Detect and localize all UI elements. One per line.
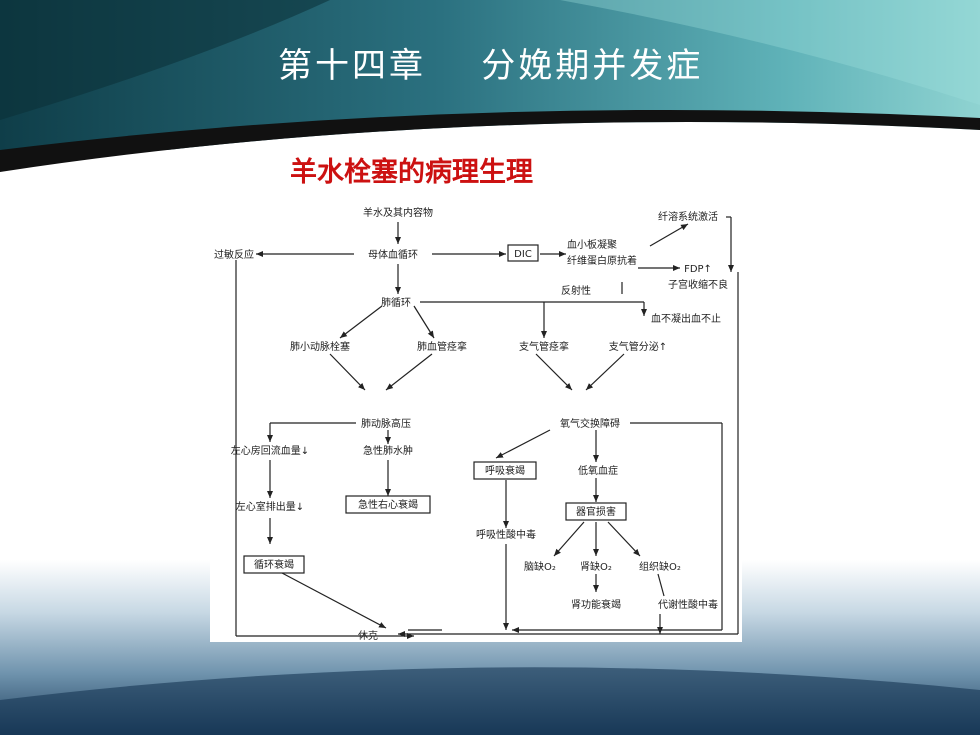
- node-bronchospasm: 支气管痉挛: [519, 340, 569, 353]
- node-organ-damage: 器官损害: [576, 505, 616, 518]
- pathophysiology-flowchart: 羊水及其内容物 母体血循环 过敏反应 DIC 纤溶系统激活 血小板凝聚 纤维蛋白…: [210, 198, 742, 642]
- node-vessel-spasm: 肺血管痉挛: [417, 340, 467, 353]
- node-uterine-atony: 子宫收缩不良: [668, 278, 728, 291]
- node-fdp: FDP↑: [684, 264, 712, 275]
- node-left-atrium: 左心房回流血量↓: [231, 444, 309, 457]
- node-allergic-reaction: 过敏反应: [214, 248, 254, 261]
- node-right-heart-failure: 急性右心衰竭: [358, 498, 418, 511]
- respiratory-failure-box: [473, 461, 537, 480]
- node-renal-failure: 肾功能衰竭: [571, 598, 621, 611]
- node-platelet-aggregation: 血小板凝聚: [567, 238, 617, 251]
- node-arteriole-embolism: 肺小动脉栓塞: [290, 340, 350, 353]
- node-dic: DIC: [514, 249, 532, 260]
- node-amniotic-fluid: 羊水及其内容物: [363, 206, 433, 219]
- node-brain-hypoxia: 脑缺O₂: [524, 560, 556, 573]
- right-heart-failure-box: [345, 495, 431, 514]
- node-metabolic-acidosis: 代谢性酸中毒: [658, 598, 718, 611]
- node-circulatory-failure: 循环衰竭: [254, 558, 294, 571]
- dic-box: [507, 244, 539, 262]
- node-reflexive: 反射性: [561, 284, 591, 297]
- node-pulmonary-hypertension: 肺动脉高压: [361, 417, 411, 430]
- node-respiratory-failure: 呼吸衰竭: [485, 464, 525, 477]
- node-hypoxemia: 低氧血症: [578, 464, 618, 477]
- node-pulmonary-circulation: 肺循环: [381, 296, 411, 309]
- node-maternal-circulation: 母体血循环: [368, 248, 418, 261]
- node-tissue-hypoxia: 组织缺O₂: [639, 560, 681, 573]
- circulatory-failure-box: [243, 555, 305, 574]
- node-fibrinolysis: 纤溶系统激活: [658, 210, 718, 223]
- node-uncontrolled-bleeding: 血不凝出血不止: [651, 312, 721, 325]
- flow-arrows: [235, 216, 739, 639]
- diagram-subtitle: 羊水栓塞的病理生理: [290, 157, 533, 188]
- node-fibrinogen: 纤维蛋白原抗着: [567, 254, 637, 267]
- node-pulmonary-edema: 急性肺水肿: [363, 444, 413, 457]
- slide-title: 第十四章 分娩期并发症: [278, 46, 704, 86]
- node-shock: 休克: [358, 630, 378, 642]
- node-gas-exchange: 氧气交换障碍: [560, 417, 620, 430]
- node-respiratory-acidosis: 呼吸性酸中毒: [476, 528, 536, 541]
- node-left-ventricle: 左心室排出量↓: [236, 500, 304, 513]
- node-bronchial-secretion: 支气管分泌↑: [609, 340, 667, 353]
- organ-damage-box: [565, 502, 627, 521]
- node-kidney-hypoxia: 肾缺O₂: [580, 560, 612, 573]
